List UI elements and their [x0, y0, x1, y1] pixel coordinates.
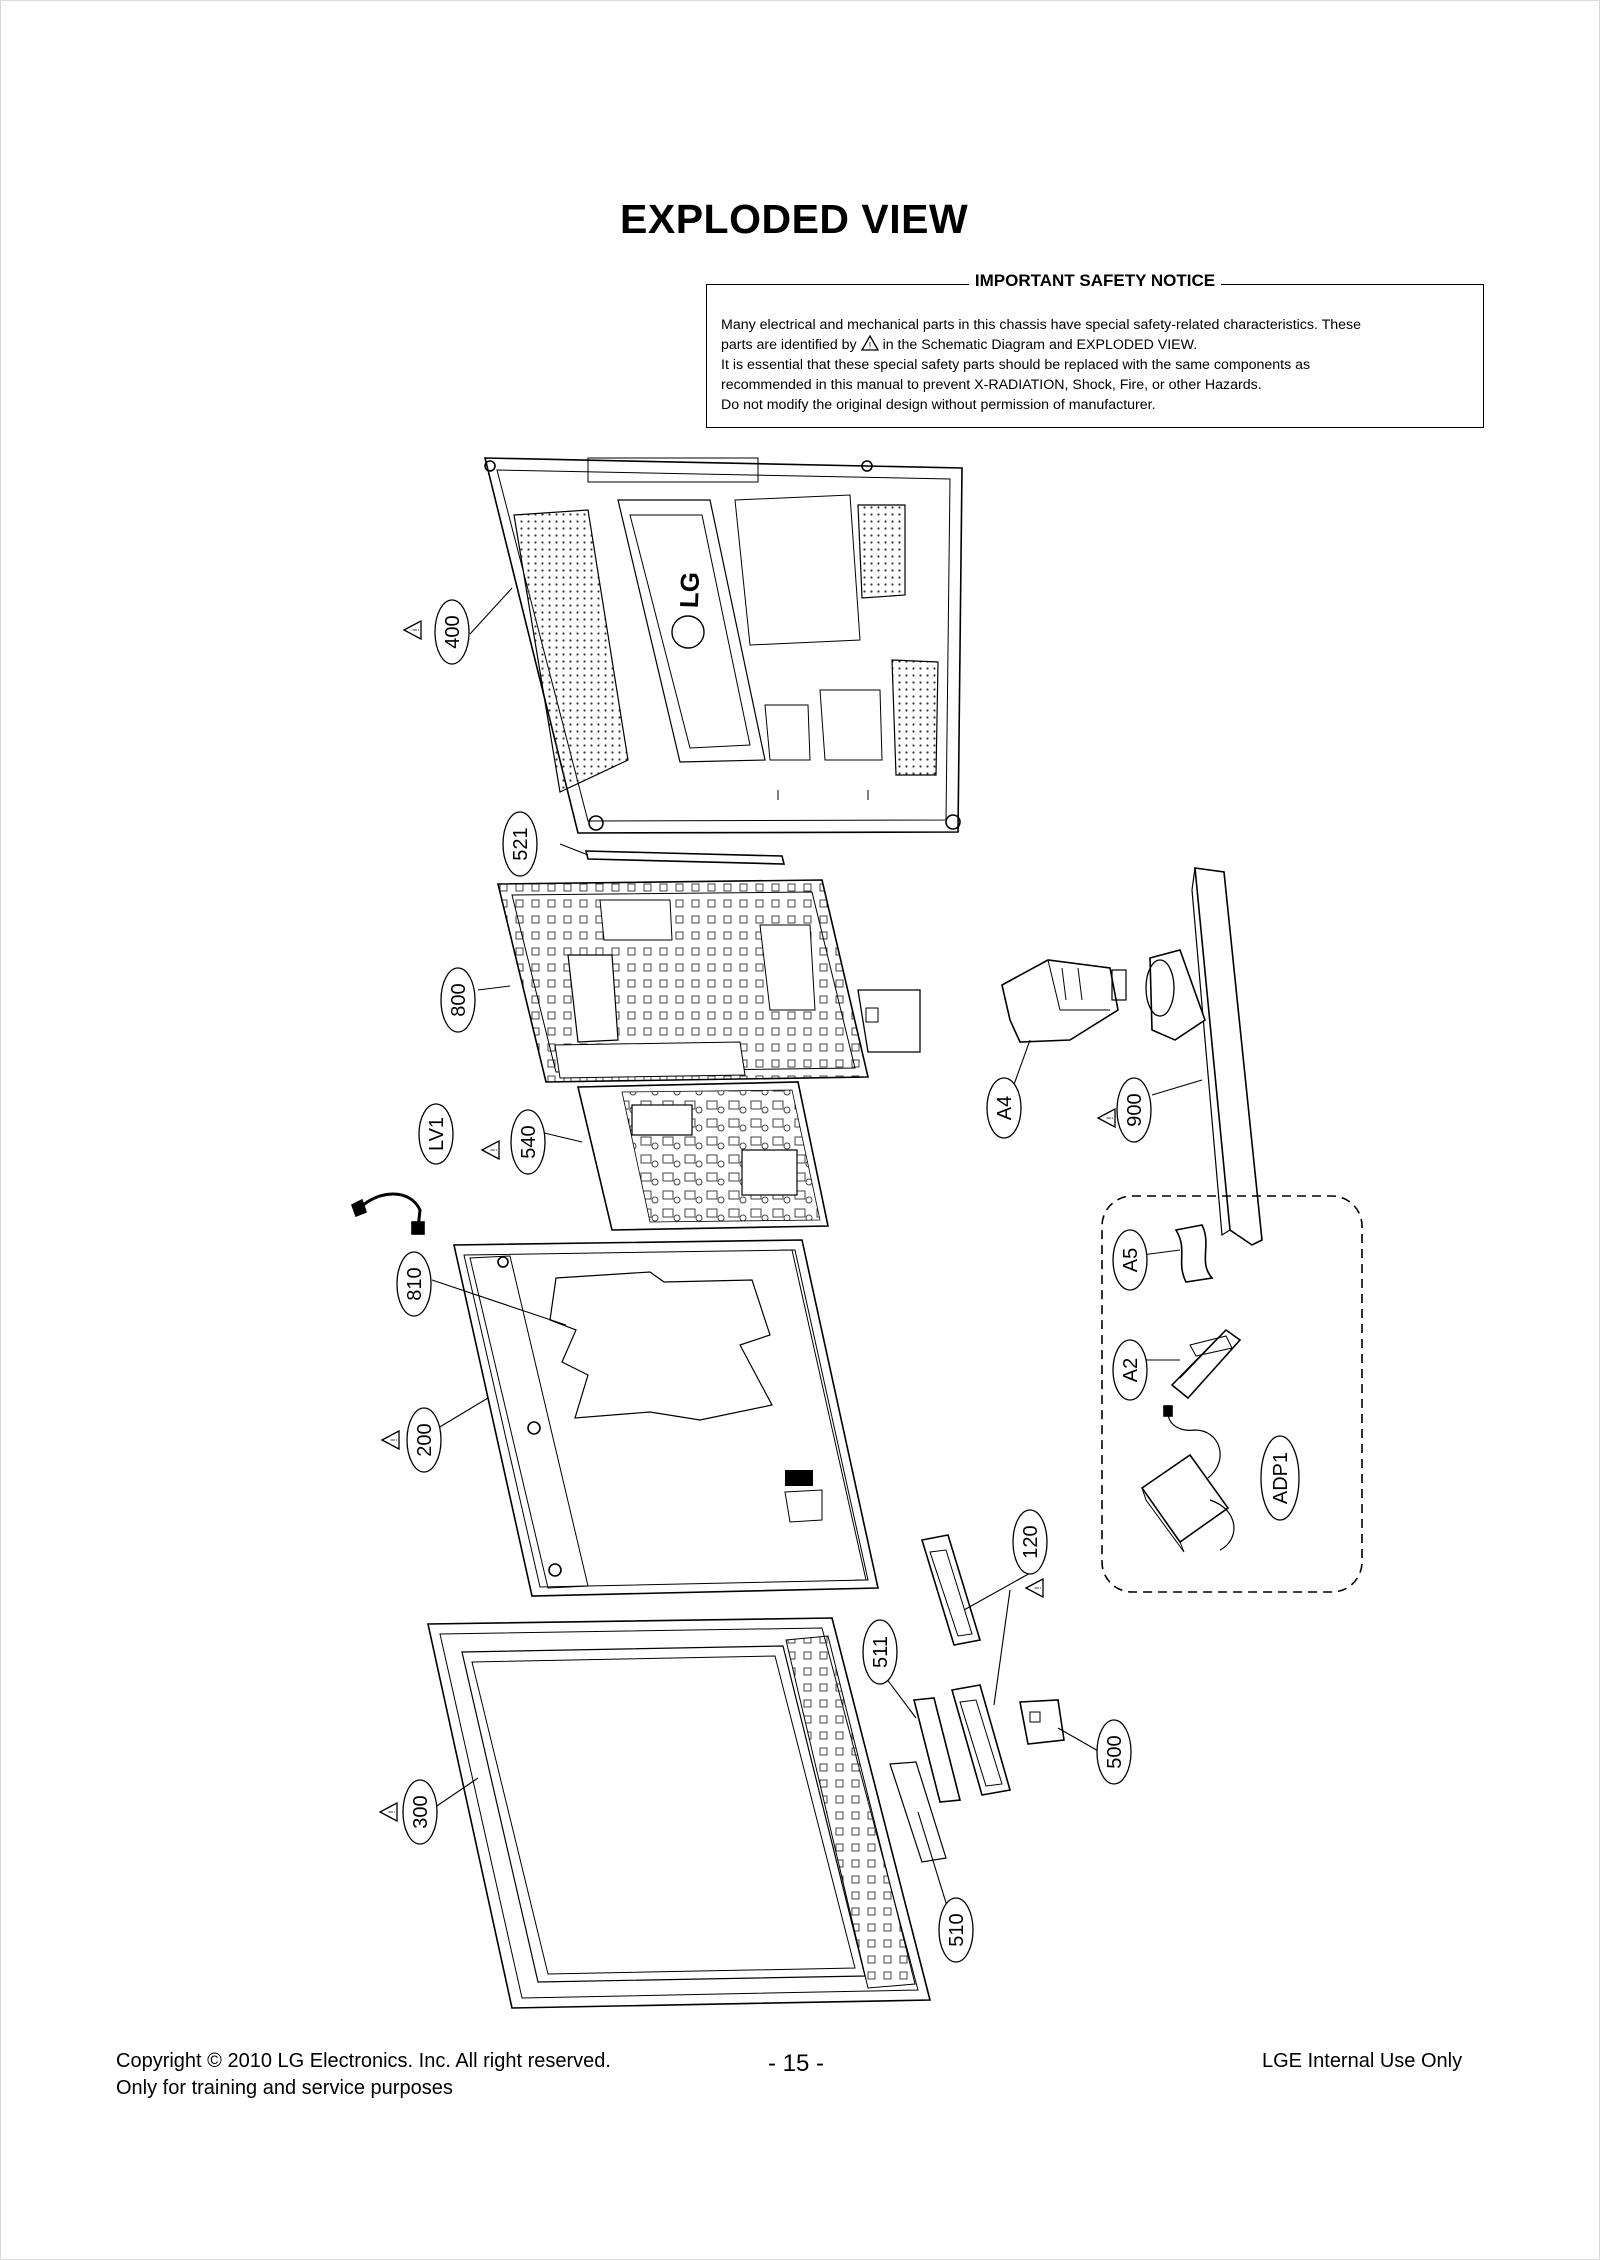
footer-internal: LGE Internal Use Only [1262, 2050, 1463, 2072]
warning-triangle-icon: ! [480, 1139, 500, 1161]
safety-notice-heading: IMPORTANT SAFETY NOTICE [968, 271, 1222, 290]
notice-line-4: recommended in this manual to prevent X-… [721, 377, 1262, 393]
safety-notice-box: IMPORTANT SAFETY NOTICE Many electrical … [706, 271, 1484, 428]
svg-text:!: ! [489, 1149, 499, 1152]
part-label-511: 511 [870, 1636, 892, 1668]
warning-triangle-icon: ! [1024, 1577, 1044, 1599]
part-label-ADP1: ADP1 [1270, 1452, 1292, 1504]
notice-line-5: Do not modify the original design withou… [721, 397, 1156, 413]
part-label-810: 810 [404, 1267, 426, 1300]
part-label-400: 400 [442, 615, 464, 648]
back-cover-400: LG [483, 457, 963, 834]
svg-text:!: ! [1105, 1117, 1115, 1120]
stand-base-900 [1145, 867, 1263, 1246]
page-number: - 15 - [768, 2050, 825, 2077]
notice-line-2: parts are identified by ! in the Schemat… [721, 335, 1198, 353]
strip-521 [584, 850, 786, 865]
part-label-500: 500 [1104, 1735, 1126, 1768]
svg-text:LG: LG [674, 571, 705, 608]
footer-training: Only for training and service purposes [116, 2077, 453, 2099]
remote-control-A2 [1170, 1328, 1242, 1400]
insulation-sheet-810 [549, 1271, 773, 1421]
warning-triangle-icon: ! [1096, 1107, 1116, 1129]
part-label-521: 521 [510, 827, 532, 860]
part-label-A4: A4 [994, 1096, 1016, 1120]
stand-neck-A4 [1001, 959, 1127, 1043]
svg-text:!: ! [411, 629, 421, 632]
part-label-A5: A5 [1120, 1248, 1142, 1272]
part-labels: 400 521 800 A4 900 LV1 540 810 200 A5 A2… [396, 599, 1300, 1963]
footer-copyright: Copyright © 2010 LG Electronics. Inc. Al… [116, 2050, 611, 2072]
warning-triangle-icon: ! [402, 619, 422, 641]
svg-text:!: ! [868, 341, 871, 351]
part-label-800: 800 [448, 983, 470, 1016]
part-label-A2: A2 [1120, 1358, 1142, 1382]
accessory-A5 [1174, 1224, 1214, 1283]
safety-notice-body: Many electrical and mechanical parts in … [721, 315, 1471, 415]
part-label-120: 120 [1020, 1525, 1042, 1558]
notice-line-3: It is essential that these special safet… [721, 357, 1311, 373]
svg-text:!: ! [1033, 1587, 1043, 1590]
lcd-module-200 [453, 1239, 879, 1597]
warning-triangle-icon: ! [860, 335, 879, 351]
part-label-300: 300 [410, 1795, 432, 1828]
part-label-540: 540 [518, 1125, 540, 1158]
warning-triangle-icon: ! [380, 1429, 400, 1451]
page-title: EXPLODED VIEW [620, 196, 969, 242]
lg-logo: LG [671, 571, 705, 649]
front-bezel-300 [427, 1617, 932, 2009]
part-label-510: 510 [946, 1913, 968, 1946]
main-board-540 [576, 1081, 829, 1231]
part-label-200: 200 [414, 1423, 436, 1456]
bracket-511 [912, 1697, 962, 1803]
notice-line-1: Many electrical and mechanical parts in … [721, 317, 1362, 333]
shield-frame-800 [496, 879, 921, 1083]
side-brackets-120 [920, 1534, 1012, 1796]
safety-marks: ! ! ! ! ! ! [378, 619, 1116, 1823]
cable-LV1 [351, 1192, 425, 1235]
power-adapter-ADP1 [1140, 1405, 1235, 1553]
part-label-900: 900 [1124, 1093, 1146, 1126]
part-label-LV1: LV1 [426, 1117, 448, 1151]
small-board-500 [1019, 1699, 1065, 1745]
warning-triangle-icon: ! [378, 1801, 398, 1823]
svg-text:!: ! [387, 1811, 397, 1814]
svg-text:!: ! [389, 1439, 399, 1442]
